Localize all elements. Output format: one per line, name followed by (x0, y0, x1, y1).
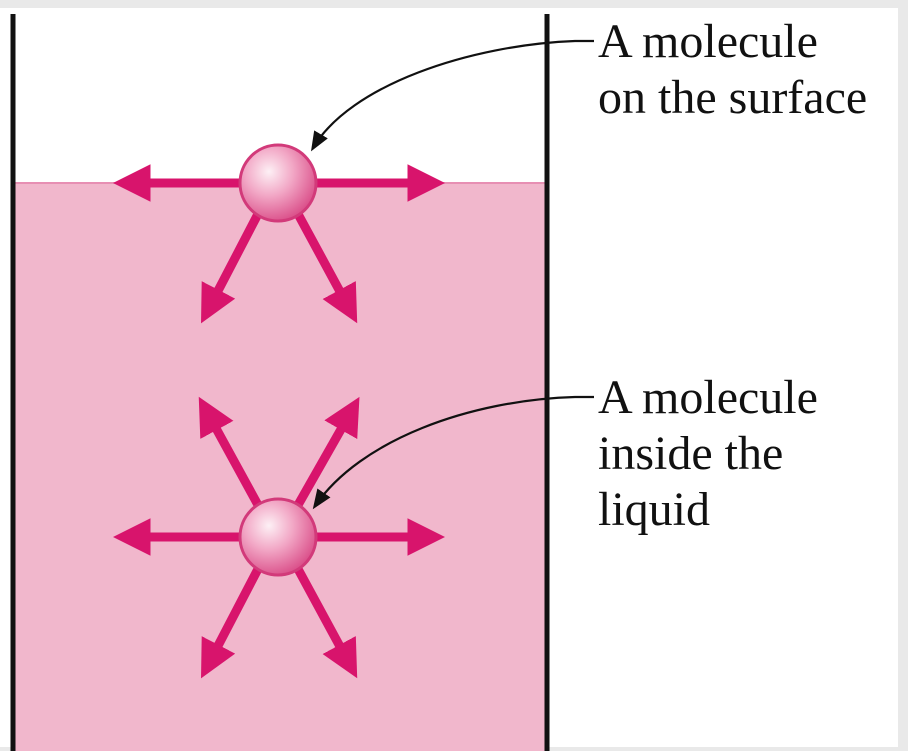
inside-label-line-2: inside the (598, 426, 818, 482)
inside-molecule-label: A molecule inside the liquid (598, 370, 818, 538)
surface-label-line-1: A molecule (598, 14, 867, 70)
surface-molecule-label: A molecule on the surface (598, 14, 867, 126)
surface-molecule (240, 145, 316, 221)
surface-label-leader (313, 41, 594, 148)
liquid (15, 183, 545, 751)
surface-label-line-2: on the surface (598, 70, 867, 126)
inside-molecule (240, 499, 316, 575)
inside-label-line-1: A molecule (598, 370, 818, 426)
inside-label-line-3: liquid (598, 482, 818, 538)
